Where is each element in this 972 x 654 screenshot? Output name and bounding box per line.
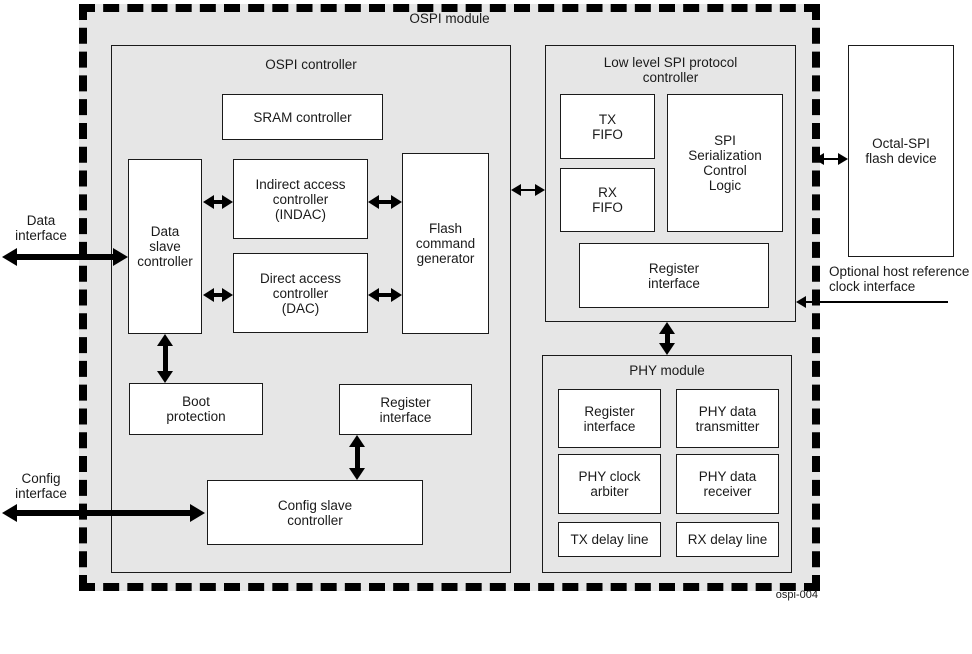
data-interface-label: Data interface <box>15 213 67 243</box>
block-octal-spi-flash-device: Octal-SPI flash device <box>848 45 954 257</box>
low-level-spi-title: Low level SPI protocol controller <box>603 55 738 85</box>
figure-id: ospi-004 <box>775 589 818 601</box>
block-boot-protection: Boot protection <box>129 383 263 435</box>
arrow-low-level-spi-phy-module <box>659 322 675 355</box>
arrow-data-interface <box>2 248 128 266</box>
arrow-ospi-controller-low-level-spi <box>511 184 545 196</box>
block-register-interface-ospi: Register interface <box>339 384 472 435</box>
block-sram-controller: SRAM controller <box>222 94 383 140</box>
block-spi-serialization-control-logic: SPI Serialization Control Logic <box>667 94 783 232</box>
block-tx-fifo: TX FIFO <box>560 94 655 159</box>
arrow-module-flash-device <box>814 153 848 165</box>
block-direct-access-controller: Direct access controller (DAC) <box>233 253 368 333</box>
arrow-data-slave-indac <box>203 195 233 209</box>
ospi-module-title: OSPI module <box>409 11 490 26</box>
arrow-dac-flash-cmd <box>368 288 402 302</box>
arrow-indac-flash-cmd <box>368 195 402 209</box>
block-flash-command-generator: Flash command generator <box>402 153 489 334</box>
arrow-data-slave-boot-protection <box>157 334 173 383</box>
arrow-register-interface-config-slave <box>349 435 365 480</box>
block-rx-fifo: RX FIFO <box>560 168 655 232</box>
host-reference-clock-label: Optional host reference clock interface <box>829 264 970 294</box>
ospi-controller-title: OSPI controller <box>265 57 357 72</box>
arrow-config-interface <box>2 504 205 522</box>
block-phy-data-receiver: PHY data receiver <box>676 454 779 514</box>
block-data-slave-controller: Data slave controller <box>128 159 202 334</box>
block-register-interface-phy: Register interface <box>558 389 661 448</box>
block-register-interface-low-level: Register interface <box>579 243 769 308</box>
arrow-host-reference-clock <box>796 296 948 308</box>
block-config-slave-controller: Config slave controller <box>207 480 423 545</box>
phy-module-title: PHY module <box>629 363 705 378</box>
block-tx-delay-line: TX delay line <box>558 522 661 557</box>
arrow-data-slave-dac <box>203 288 233 302</box>
block-phy-clock-arbiter: PHY clock arbiter <box>558 454 661 514</box>
block-indirect-access-controller: Indirect access controller (INDAC) <box>233 159 368 239</box>
config-interface-label: Config interface <box>15 471 67 501</box>
block-phy-data-transmitter: PHY data transmitter <box>676 389 779 448</box>
block-rx-delay-line: RX delay line <box>676 522 779 557</box>
